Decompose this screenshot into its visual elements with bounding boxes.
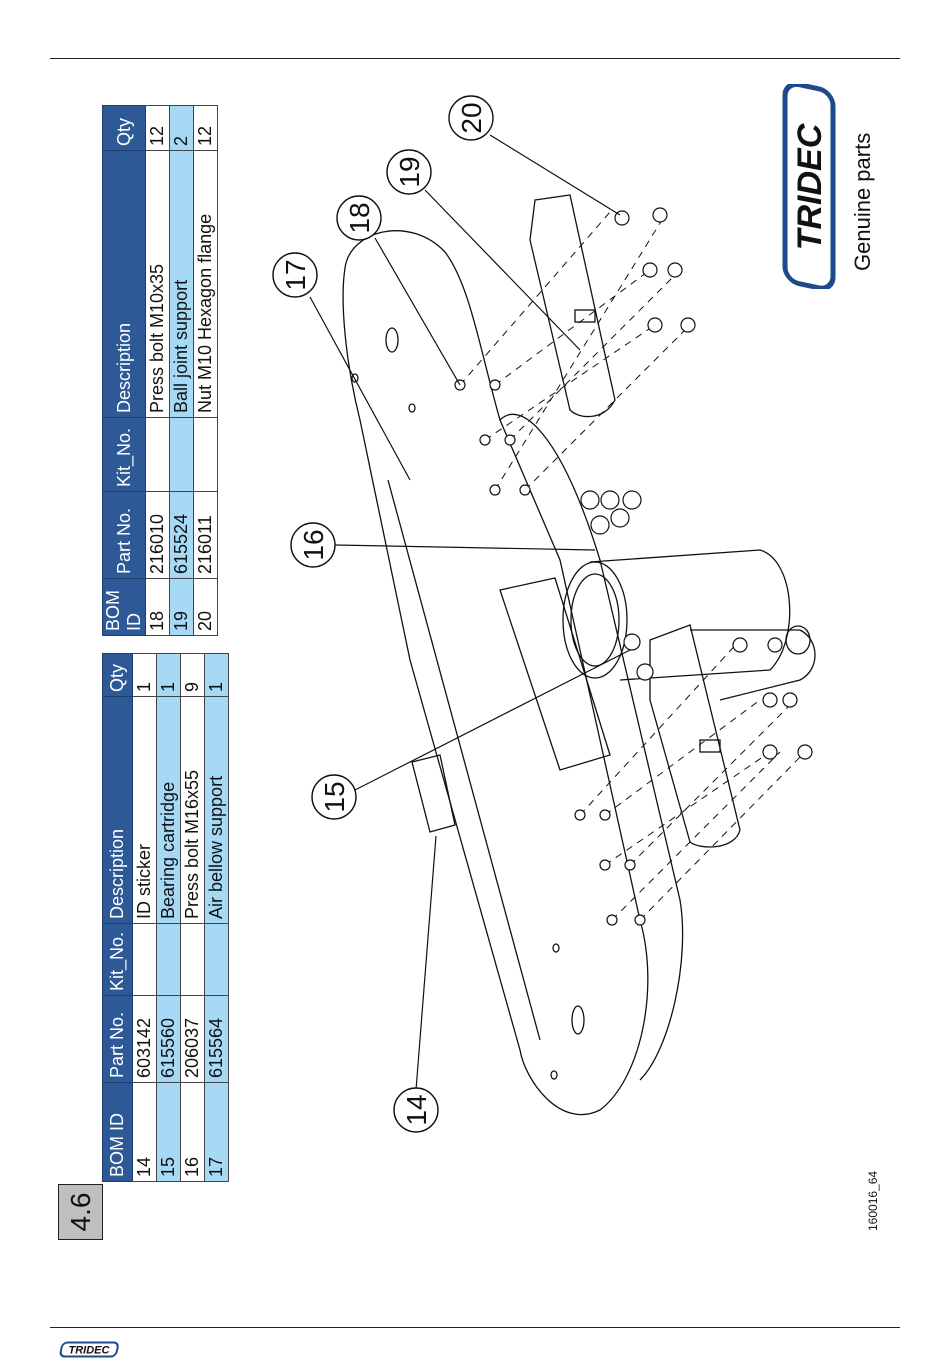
ball-joint-support-upper (529, 194, 616, 418)
footer-tridec-logo: TRIDEC (59, 1341, 119, 1358)
tridec-logo: TRIDEC (782, 84, 836, 289)
col-part-no: Part No. (102, 995, 133, 1083)
bom-table-1-header: BOM ID Part No. Kit_No. Description Qty (102, 653, 133, 1182)
drawing-reference: 160016_64 (866, 1170, 880, 1231)
col-kit-no: Kit_No. (102, 417, 146, 492)
col-description: Description (102, 696, 133, 924)
id-sticker-outline (411, 754, 456, 833)
callout-17: 17 (280, 259, 311, 290)
col-qty: Qty (102, 105, 146, 151)
section-number: 4.6 (58, 1184, 103, 1240)
callout-20: 20 (456, 102, 487, 133)
col-description: Description (102, 150, 146, 418)
tridec-logo-text: TRIDEC (791, 123, 829, 250)
bom-table-2: BOM ID Part No. Kit_No. Description Qty … (102, 105, 218, 636)
bom-table-1: BOM ID Part No. Kit_No. Description Qty … (102, 653, 229, 1182)
header-rule (50, 58, 900, 59)
callout-19: 19 (394, 156, 425, 187)
callout-14: 14 (401, 1094, 432, 1125)
col-bom-id: BOM ID (102, 1082, 133, 1182)
col-bom-id: BOM ID (102, 578, 146, 636)
col-qty: Qty (102, 653, 133, 697)
brand-tagline: Genuine parts (850, 132, 875, 271)
bom-table-2-header: BOM ID Part No. Kit_No. Description Qty (102, 105, 146, 636)
bearing-plate-outline (499, 577, 611, 771)
col-part-no: Part No. (102, 491, 146, 579)
footer-logo-text: TRIDEC (69, 1345, 111, 1357)
air-bellow-support-outline (342, 230, 649, 1116)
callout-16: 16 (298, 529, 329, 560)
col-kit-no: Kit_No. (102, 923, 133, 996)
footer-rule (50, 1327, 900, 1328)
callout-18: 18 (344, 202, 375, 233)
callout-15: 15 (319, 781, 350, 812)
